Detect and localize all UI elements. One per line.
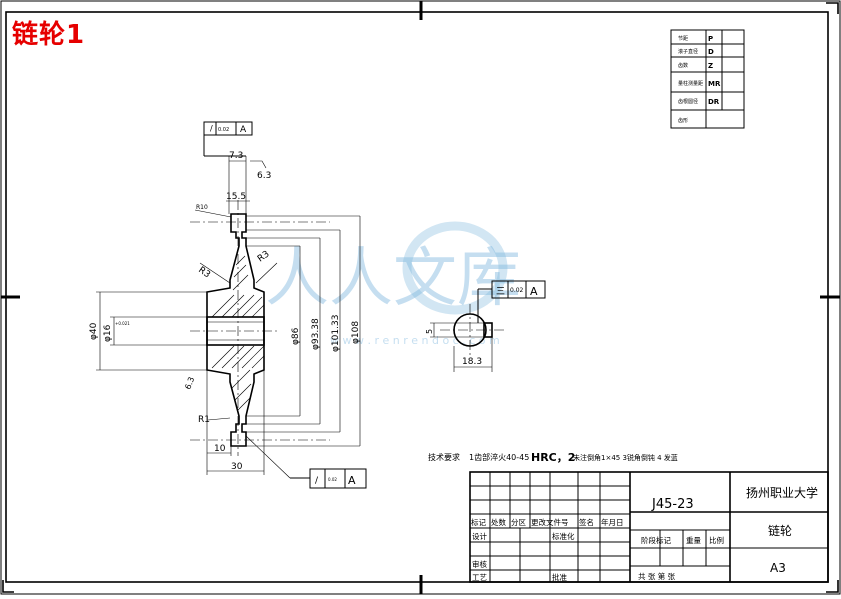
param-sym-4: DR xyxy=(708,98,720,106)
keyway-tol-value: 0.02 xyxy=(510,287,524,294)
chain-wheel-section xyxy=(190,200,330,456)
doc-title: 链轮1 xyxy=(12,20,86,50)
tech-req-rest: 未注倒角1×45 3锐角倒钝 4 发蓝 xyxy=(573,453,678,462)
param-sym-1: D xyxy=(708,48,714,56)
tb-approve: 批准 xyxy=(552,572,567,582)
rev-header-4: 签名 xyxy=(579,517,594,527)
dim-d40: φ40 xyxy=(89,322,99,340)
param-name-4: 齿根圆径 xyxy=(678,98,698,105)
param-name-2: 齿数 xyxy=(678,62,688,69)
rough-top: 6.3 xyxy=(257,171,271,181)
dim-d108: φ108 xyxy=(351,321,361,344)
dim-d16: φ16 xyxy=(103,324,113,342)
tb-part: 链轮 xyxy=(768,523,792,538)
rev-header-1: 处数 xyxy=(491,517,506,527)
dim-w30: 30 xyxy=(231,462,243,472)
tb-school: 扬州职业大学 xyxy=(746,485,818,500)
dim-w10: 10 xyxy=(214,444,226,454)
tech-req-label: 技术要求 xyxy=(428,452,460,462)
tb-code: J45-23 xyxy=(651,497,694,512)
param-name-5: 齿形 xyxy=(678,117,688,124)
dim-d93: φ93.38 xyxy=(311,318,321,350)
title-block: 标记 处数 分区 更改文件号 签名 年月日 设计 标准化 阶段标记 重量 比例 … xyxy=(469,471,829,583)
rev-header-5: 年月日 xyxy=(601,517,624,527)
bottom-tol-datum: A xyxy=(348,474,356,487)
param-sym-2: Z xyxy=(708,62,713,70)
tb-standard: 标准化 xyxy=(552,531,575,541)
param-sym-0: P xyxy=(708,35,713,43)
watermark: 人人文库 w w w . r e n r e n d o c . c o m xyxy=(265,221,521,347)
dim-tol-small: +0.021 xyxy=(115,321,130,326)
dim-d101: φ101.33 xyxy=(331,315,341,352)
rev-header-3: 更改文件号 xyxy=(531,517,569,527)
tb-scale: 比例 xyxy=(709,535,724,545)
tech-req-hrc: HRC，2 xyxy=(531,451,575,464)
tb-review: 审核 xyxy=(472,559,487,569)
param-name-3: 量柱测量距 xyxy=(678,80,703,87)
dimension-lines xyxy=(96,121,367,489)
flat-tol-symbol: / xyxy=(210,124,213,133)
keyway-tol-symbol: 三 xyxy=(496,287,505,297)
bottom-tol-value: 0.02 xyxy=(328,477,337,482)
tb-process: 工艺 xyxy=(472,573,487,582)
tech-req-text: 1齿部淬火40-45 xyxy=(469,452,529,462)
param-table: 节距 滚子直径 齿数 量柱测量距 齿根圆径 齿形 P D Z MR DR xyxy=(670,29,745,129)
tb-stage: 阶段标记 xyxy=(641,535,671,545)
dim-key-depth: 18.3 xyxy=(462,357,482,367)
dim-hub-width: 7.3 xyxy=(229,151,243,161)
flat-tol-datum: A xyxy=(240,125,247,135)
dim-r3-left: R3 xyxy=(196,265,212,280)
flat-tol-value: 0.02 xyxy=(218,127,229,133)
watermark-text: 人人文库 xyxy=(265,242,521,316)
tech-requirements: 技术要求 1齿部淬火40-45 HRC，2 未注倒角1×45 3锐角倒钝 4 发… xyxy=(428,451,678,464)
dim-r-tip: R10 xyxy=(196,204,208,211)
dim-d86: φ86 xyxy=(291,327,301,345)
dim-r1: R1 xyxy=(198,415,210,425)
dim-tooth-width: 15.5 xyxy=(226,192,246,202)
dim-key-width: 5 xyxy=(425,329,434,334)
param-name-0: 节距 xyxy=(678,36,688,42)
tb-sheet: A3 xyxy=(770,561,786,575)
rough-left: 6.3 xyxy=(183,376,196,391)
rev-header-2: 分区 xyxy=(511,518,526,527)
bottom-tol-symbol: / xyxy=(315,476,319,486)
rev-header-0: 标记 xyxy=(471,517,486,527)
tb-sheets: 共 张 第 张 xyxy=(638,571,676,581)
keyway-view: 三 0.02 A 5 18.3 xyxy=(425,280,546,372)
keyway-tol-datum: A xyxy=(530,285,538,298)
tb-weight: 重量 xyxy=(686,536,701,545)
tb-design: 设计 xyxy=(472,531,487,541)
param-sym-3: MR xyxy=(708,80,721,88)
param-name-1: 滚子直径 xyxy=(678,48,698,55)
